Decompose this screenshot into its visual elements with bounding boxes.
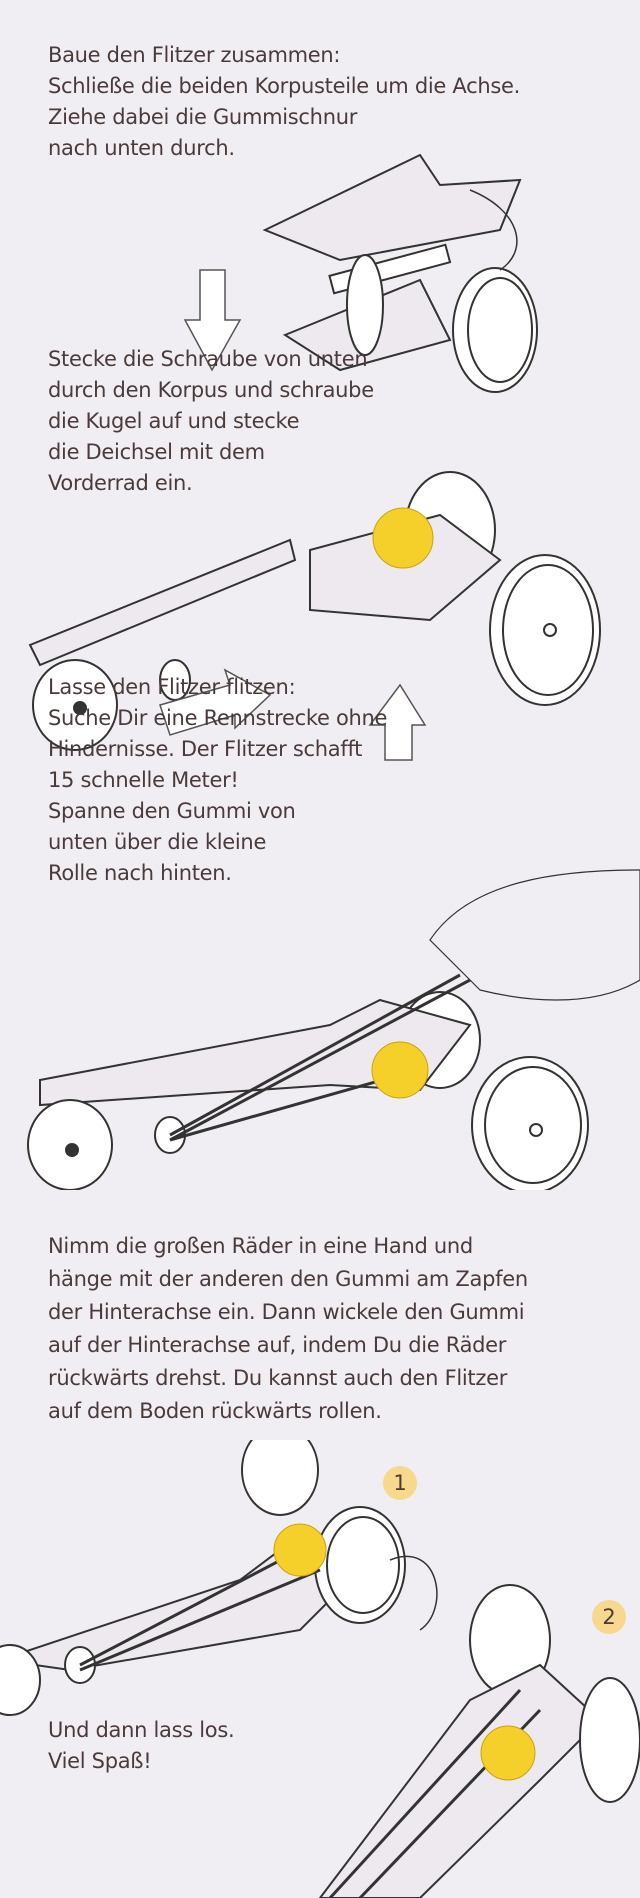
text-line: unten über die kleine [48,830,267,854]
text-line: Nimm die großen Räder in eine Hand und [48,1234,473,1258]
text-line: rückwärts drehst. Du kannst auch den Fli… [48,1366,508,1390]
text-line: 15 schnelle Meter! [48,768,239,792]
final-text: Und dann lass los. Viel Spaß! [48,1715,235,1777]
step1-text: Baue den Flitzer zusammen: Schließe die … [48,40,520,164]
step4-text: Nimm die großen Räder in eine Hand und h… [48,1230,528,1428]
text-line: Spanne den Gummi von [48,799,296,823]
step2-illustration [28,471,601,761]
ball [372,507,434,569]
step3-illustration [27,869,640,1190]
text-line: auf dem Boden rückwärts rollen. [48,1399,382,1423]
text-line: Vorderrad ein. [48,471,193,495]
step1-illustration [183,153,538,393]
step4-illustration [0,1440,640,1898]
ball [480,1725,536,1781]
text-line: auf der Hinterachse auf, indem Du die Rä… [48,1333,507,1357]
text-line: Suche Dir eine Rennstrecke ohne [48,706,388,730]
arrow-up-icon [368,683,427,761]
text-line: Stecke die Schraube von unten [48,347,368,371]
arrow-down-icon [183,269,242,372]
step-badge-1: 1 [383,1466,417,1500]
hand [429,869,640,1001]
text-line: Ziehe dabei die Gummischnur [48,105,358,129]
text-line: Rolle nach hinten. [48,861,232,885]
text-line: die Kugel auf und stecke [48,409,300,433]
text-line: der Hinterachse ein. Dann wickele den Gu… [48,1300,525,1324]
text-line: Schließe die beiden Korpusteile um die A… [48,74,520,98]
text-line: nach unten durch. [48,136,235,160]
text-line: Lasse den Flitzer flitzen: [48,675,296,699]
step-badge-2: 2 [592,1600,626,1634]
step2-text: Stecke die Schraube von unten durch den … [48,344,374,499]
ball [273,1523,327,1577]
text-line: hänge mit der anderen den Gummi am Zapfe… [48,1267,528,1291]
text-line: Viel Spaß! [48,1749,152,1773]
text-line: die Deichsel mit dem [48,440,265,464]
ball [371,1041,429,1099]
arrow-right-icon [159,668,272,736]
text-line: Hindernisse. Der Flitzer schafft [48,737,363,761]
step3-text: Lasse den Flitzer flitzen: Suche Dir ein… [48,672,387,889]
text-line: Baue den Flitzer zusammen: [48,43,341,67]
text-line: Und dann lass los. [48,1718,235,1742]
text-line: durch den Korpus und schraube [48,378,374,402]
